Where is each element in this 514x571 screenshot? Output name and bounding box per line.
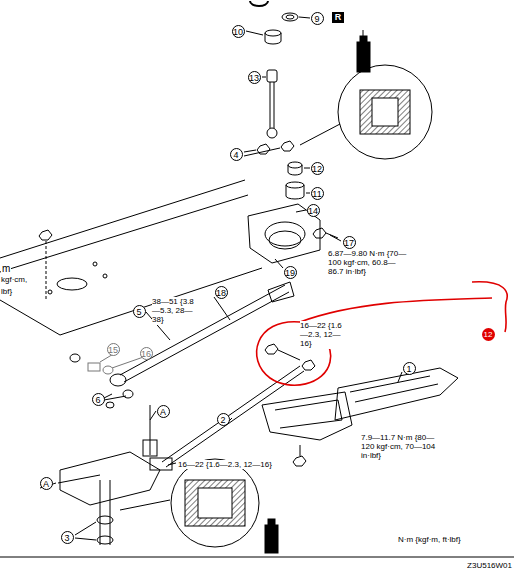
replace-mark: R	[332, 12, 344, 23]
callout-number: 9	[311, 12, 324, 25]
callout-number: 4	[230, 148, 243, 161]
reference-mark: A	[40, 477, 53, 490]
callout-number: 16	[140, 347, 153, 360]
callout-number: 17	[343, 236, 356, 249]
callout-number: 19	[284, 266, 297, 279]
figure-code: Z3U516W01	[467, 561, 512, 570]
callout-number: 11	[311, 187, 324, 200]
callout-number: 15	[107, 343, 120, 356]
callout-number: 10	[232, 25, 245, 38]
torque-spec: kgf·cm,	[1, 275, 27, 284]
torque-spec: 7.9—11.7 N·m {80—120 kgf·cm, 70—104 in·l…	[361, 433, 443, 461]
unit-note: N·m {kgf·m, ft·lbf}	[398, 535, 461, 544]
callout-number: 18	[215, 286, 228, 299]
torque-spec: 38—51 {3.8—5.3, 28—38}	[152, 297, 198, 325]
torque-spec: lbf}	[1, 287, 12, 296]
callout-number: 6	[92, 393, 105, 406]
callout-number: 3	[61, 531, 74, 544]
torque-spec: 6.87—9.80 N·m {70—100 kgf·cm, 60.8—86.7 …	[328, 249, 410, 277]
reference-mark: A	[157, 405, 170, 418]
torque-spec: 16—22 {1.6—2.3, 12—16}	[178, 460, 272, 469]
callout-number: 5	[133, 305, 146, 318]
torque-spec: 16—22 {1.6—2.3, 12—16}	[300, 321, 346, 349]
callout-number: 2	[217, 413, 230, 426]
callout-number: 12	[311, 162, 324, 175]
callout-number: 1	[403, 362, 416, 375]
annotation-mark: 12	[482, 328, 495, 341]
torque-spec: m	[1, 263, 11, 275]
callout-number: 14	[307, 204, 320, 217]
callout-number: 13	[248, 71, 261, 84]
